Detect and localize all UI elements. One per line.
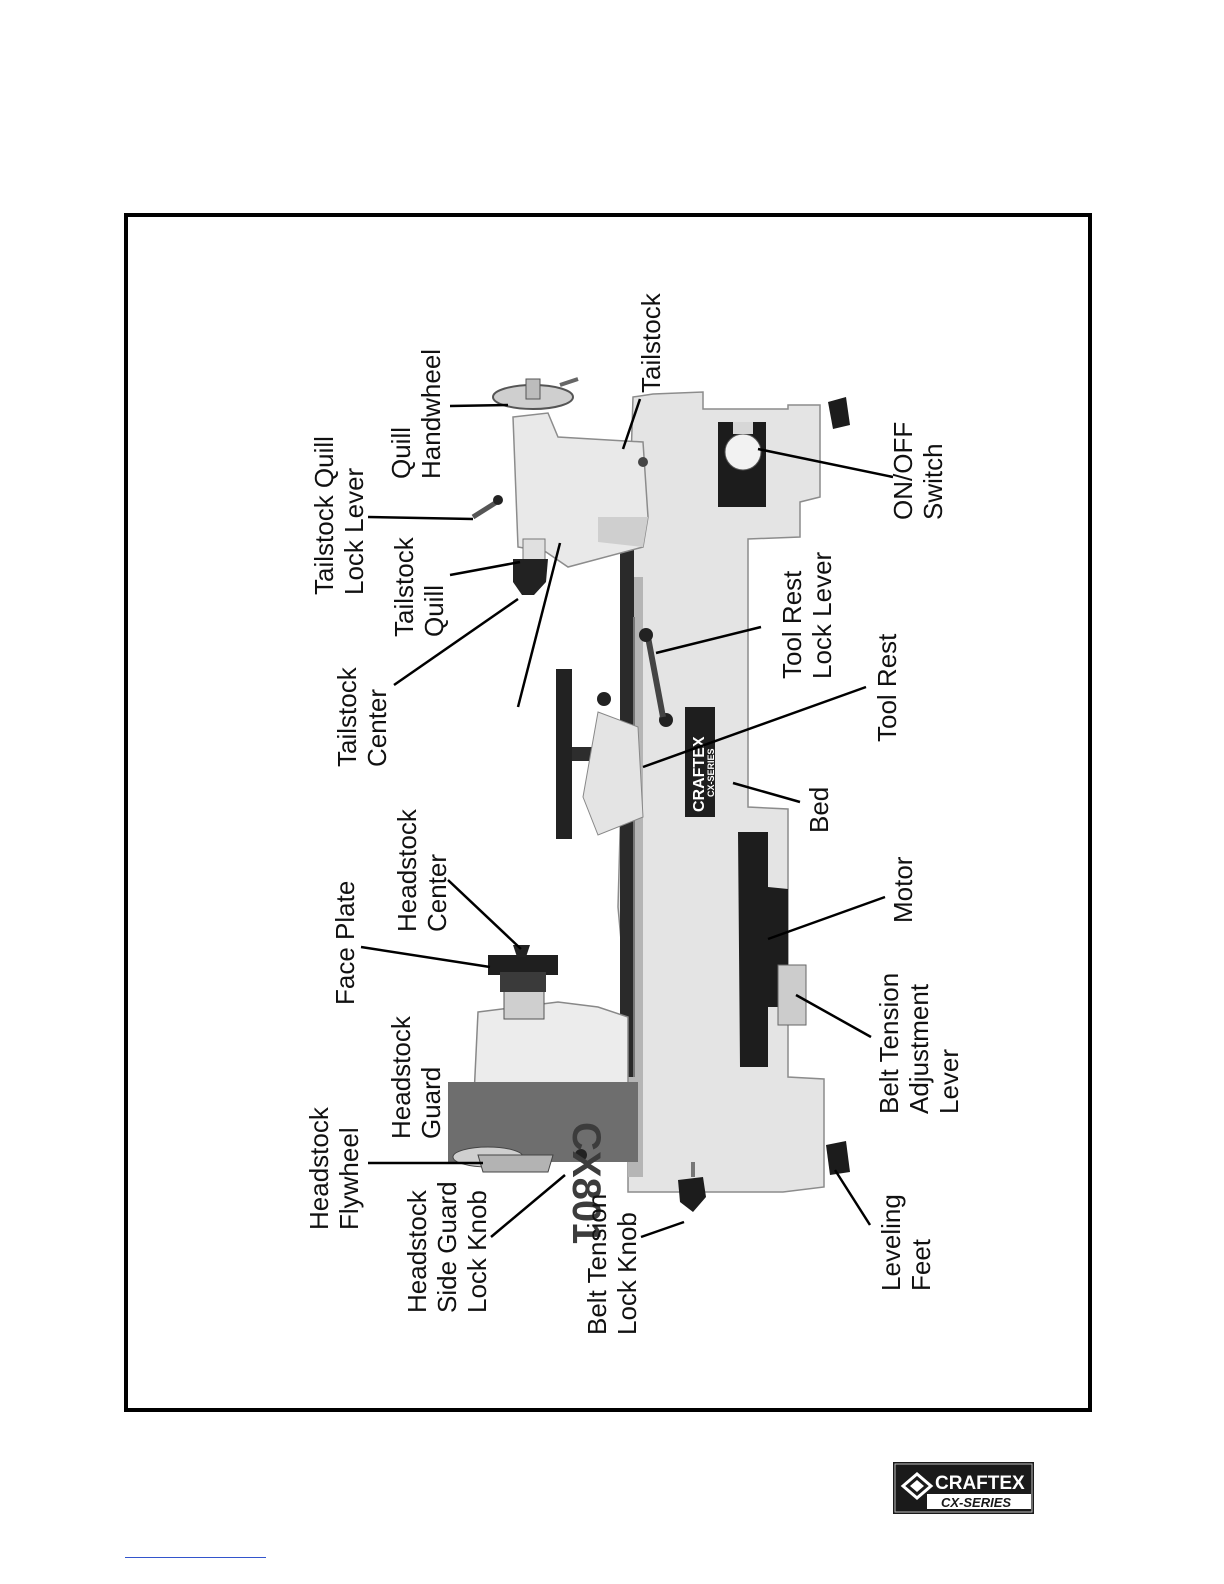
label-belt-tension-adjustment-lever: Belt Tension Adjustment Lever — [874, 966, 964, 1114]
label-tailstock-center: Tailstock Center — [332, 660, 392, 767]
label-on-off-switch: ON/OFF Switch — [888, 415, 948, 520]
leader-tailstock-quill — [449, 560, 521, 577]
lathe-bed-body — [617, 391, 825, 1193]
leader-bed — [732, 781, 801, 804]
leader-tailstock-center — [393, 597, 519, 687]
belt-tension-lock-knob-shape — [678, 1162, 706, 1212]
tool-rest-assembly — [556, 628, 673, 839]
leader-belt-tension-adjustment-lever — [795, 993, 872, 1039]
leader-quill-handwheel — [449, 403, 509, 408]
leader-headstock-center — [447, 879, 522, 950]
leader-on-off-switch — [757, 447, 894, 479]
callout-lines — [360, 398, 894, 1239]
tailstock-quill-body — [522, 538, 546, 562]
callout-labels: Quill Handwheel Tailstock Tailstock Quil… — [304, 292, 964, 1335]
leader-tool-rest-lock-lever — [655, 625, 762, 655]
leader-tailstock — [621, 398, 642, 450]
leader-headstock-side-guard-lock-knob — [490, 1174, 566, 1238]
on-off-switch-unit — [718, 422, 766, 507]
leader-tool-rest — [642, 685, 867, 769]
leader-belt-tension-lock-knob — [640, 1220, 685, 1239]
leveling-feet-shape — [826, 397, 850, 1175]
leader-tailstock-lower — [516, 542, 562, 708]
leader-motor — [767, 895, 886, 941]
label-face-plate: Face Plate — [330, 881, 360, 1005]
label-headstock-side-guard-lock-knob: Headstock Side Guard Lock Knob — [402, 1174, 492, 1313]
label-motor: Motor — [888, 856, 918, 923]
bed-logo-brand: CRAFTEX — [691, 736, 708, 812]
footer-rule — [125, 1557, 266, 1558]
bed-logo-series: CX-SERIES — [706, 748, 716, 797]
bed-logo-plate: CRAFTEX CX-SERIES — [685, 707, 716, 817]
quill-handwheel — [492, 377, 579, 410]
label-belt-tension-lock-knob: Belt Tension Lock Knob — [582, 1187, 642, 1335]
label-tailstock: Tailstock — [636, 292, 666, 393]
label-tool-rest-lock-lever: Tool Rest Lock Lever — [777, 551, 837, 679]
footer-logo-brand: CRAFTEX — [935, 1473, 1025, 1494]
label-tailstock-quill-lock-lever: Tailstock Quill Lock Lever — [309, 429, 369, 595]
machine-model-mark: CX801 — [564, 1122, 608, 1244]
footer-craftex-logo: CRAFTEX CX-SERIES — [893, 1462, 1034, 1514]
leader-face-plate — [360, 945, 491, 969]
label-headstock-guard: Headstock Guard — [386, 1009, 446, 1139]
label-tool-rest: Tool Rest — [872, 633, 902, 742]
leader-tailstock-quill-lock-lever — [367, 515, 474, 521]
lathe-diagram: CRAFTEX CX-SERIES CX801 — [304, 292, 964, 1335]
leader-leveling-feet — [833, 1169, 872, 1226]
label-quill-handwheel: Quill Handwheel — [386, 349, 446, 479]
lathe-illustration: CRAFTEX CX-SERIES CX801 — [448, 377, 850, 1244]
diagram-frame: CRAFTEX CX-SERIES CX801 — [124, 213, 1092, 1412]
label-tailstock-quill: Tailstock Quill — [389, 530, 449, 637]
label-leveling-feet: Leveling Feet — [876, 1187, 936, 1291]
footer-logo-series: CX-SERIES — [941, 1495, 1011, 1510]
label-bed: Bed — [804, 787, 834, 833]
tailstock-live-center — [513, 559, 548, 595]
craftex-diamond-icon — [900, 1472, 934, 1500]
label-headstock-flywheel: Headstock Flywheel — [304, 1100, 364, 1230]
label-headstock-center: Headstock Center — [392, 802, 452, 932]
headstock-assembly: CX801 — [448, 945, 638, 1244]
motor-unit — [738, 832, 807, 1067]
